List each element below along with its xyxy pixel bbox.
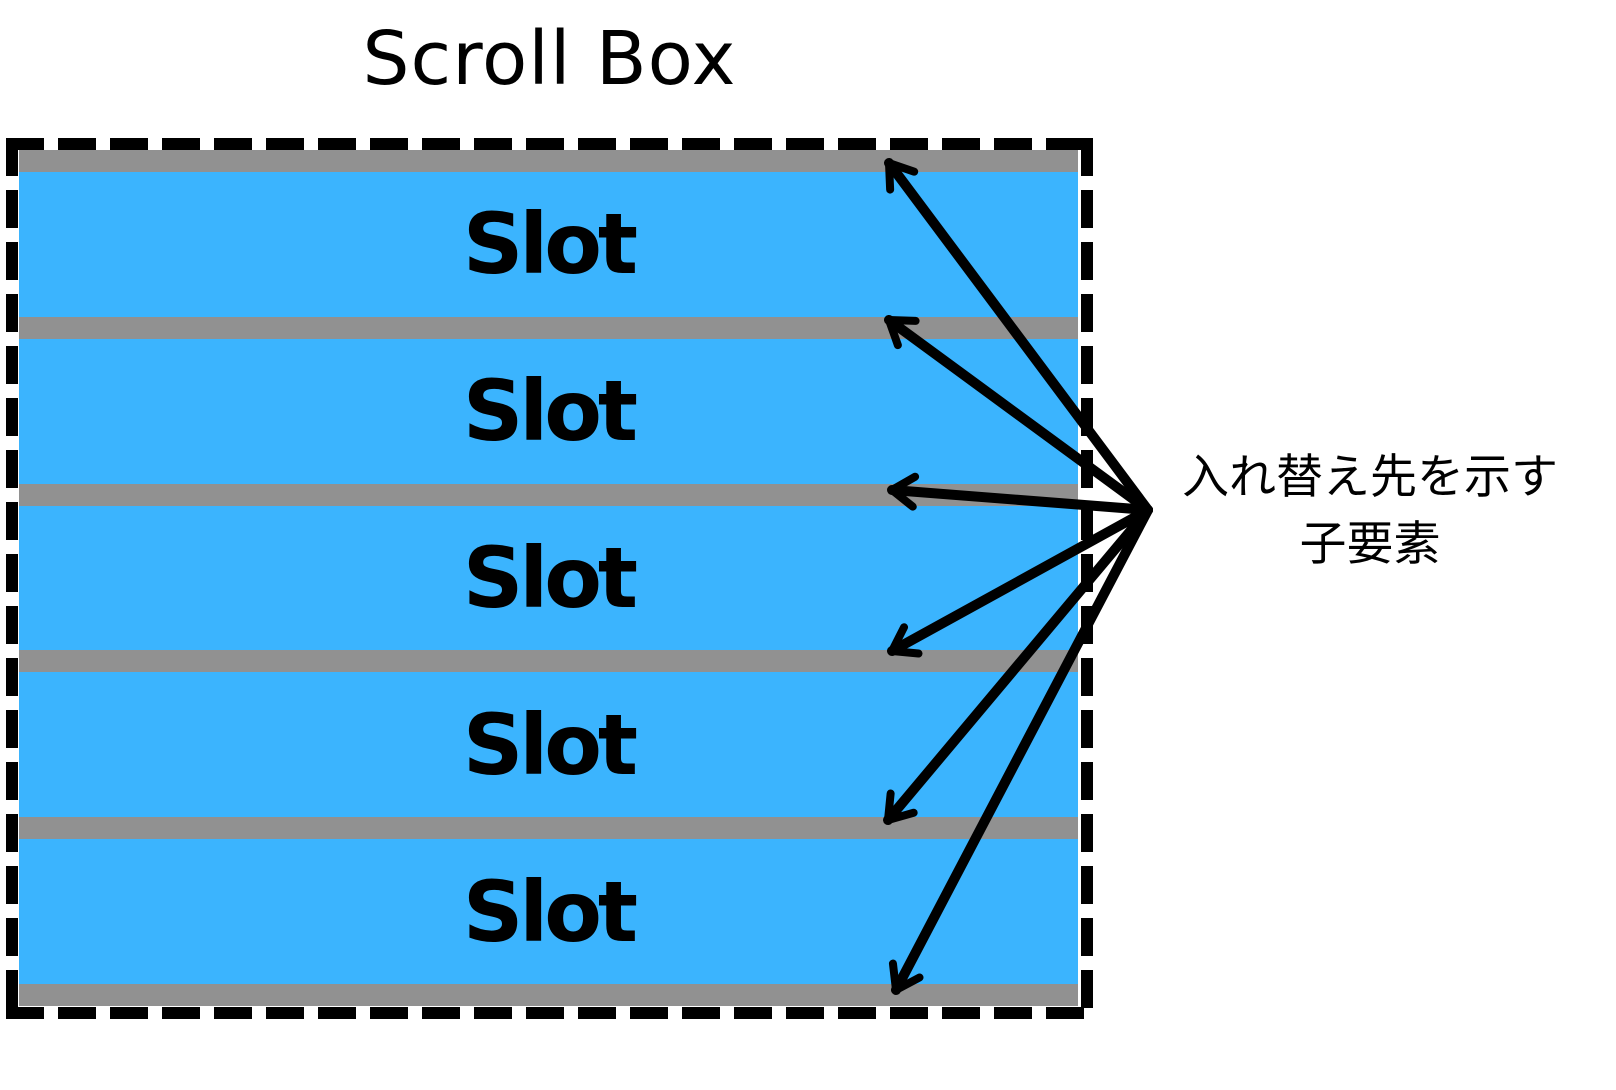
swap-target-bar: [19, 483, 1078, 506]
slot: Slot: [19, 672, 1078, 818]
scroll-box-border-bottom: [6, 1007, 1093, 1019]
annotation-line1: 入れ替え先を示す: [1182, 450, 1558, 505]
annotation-label: 入れ替え先を示す 子要素: [1160, 444, 1580, 578]
slot: Slot: [19, 172, 1078, 317]
slot: Slot: [19, 839, 1078, 984]
slot: Slot: [19, 338, 1078, 484]
swap-target-bar: [19, 817, 1078, 840]
annotation-line2: 子要素: [1299, 517, 1441, 572]
swap-target-bar: [19, 650, 1078, 673]
swap-target-bar: [19, 983, 1078, 1006]
scroll-box-border-top: [6, 138, 1093, 150]
slot: Slot: [19, 505, 1078, 651]
scroll-box-title: Scroll Box: [362, 16, 737, 102]
scroll-box-border-right: [1081, 138, 1093, 1019]
scroll-box-border-left: [6, 138, 18, 1019]
swap-target-bar: [19, 316, 1078, 339]
swap-target-bar: [19, 150, 1078, 172]
slot-label: Slot: [462, 695, 638, 794]
slot-label: Slot: [462, 528, 638, 627]
slot-label: Slot: [462, 362, 638, 461]
slot-label: Slot: [462, 862, 638, 961]
slot-label: Slot: [462, 195, 638, 294]
scroll-box-interior: Slot Slot Slot Slot Slot: [19, 150, 1078, 1006]
